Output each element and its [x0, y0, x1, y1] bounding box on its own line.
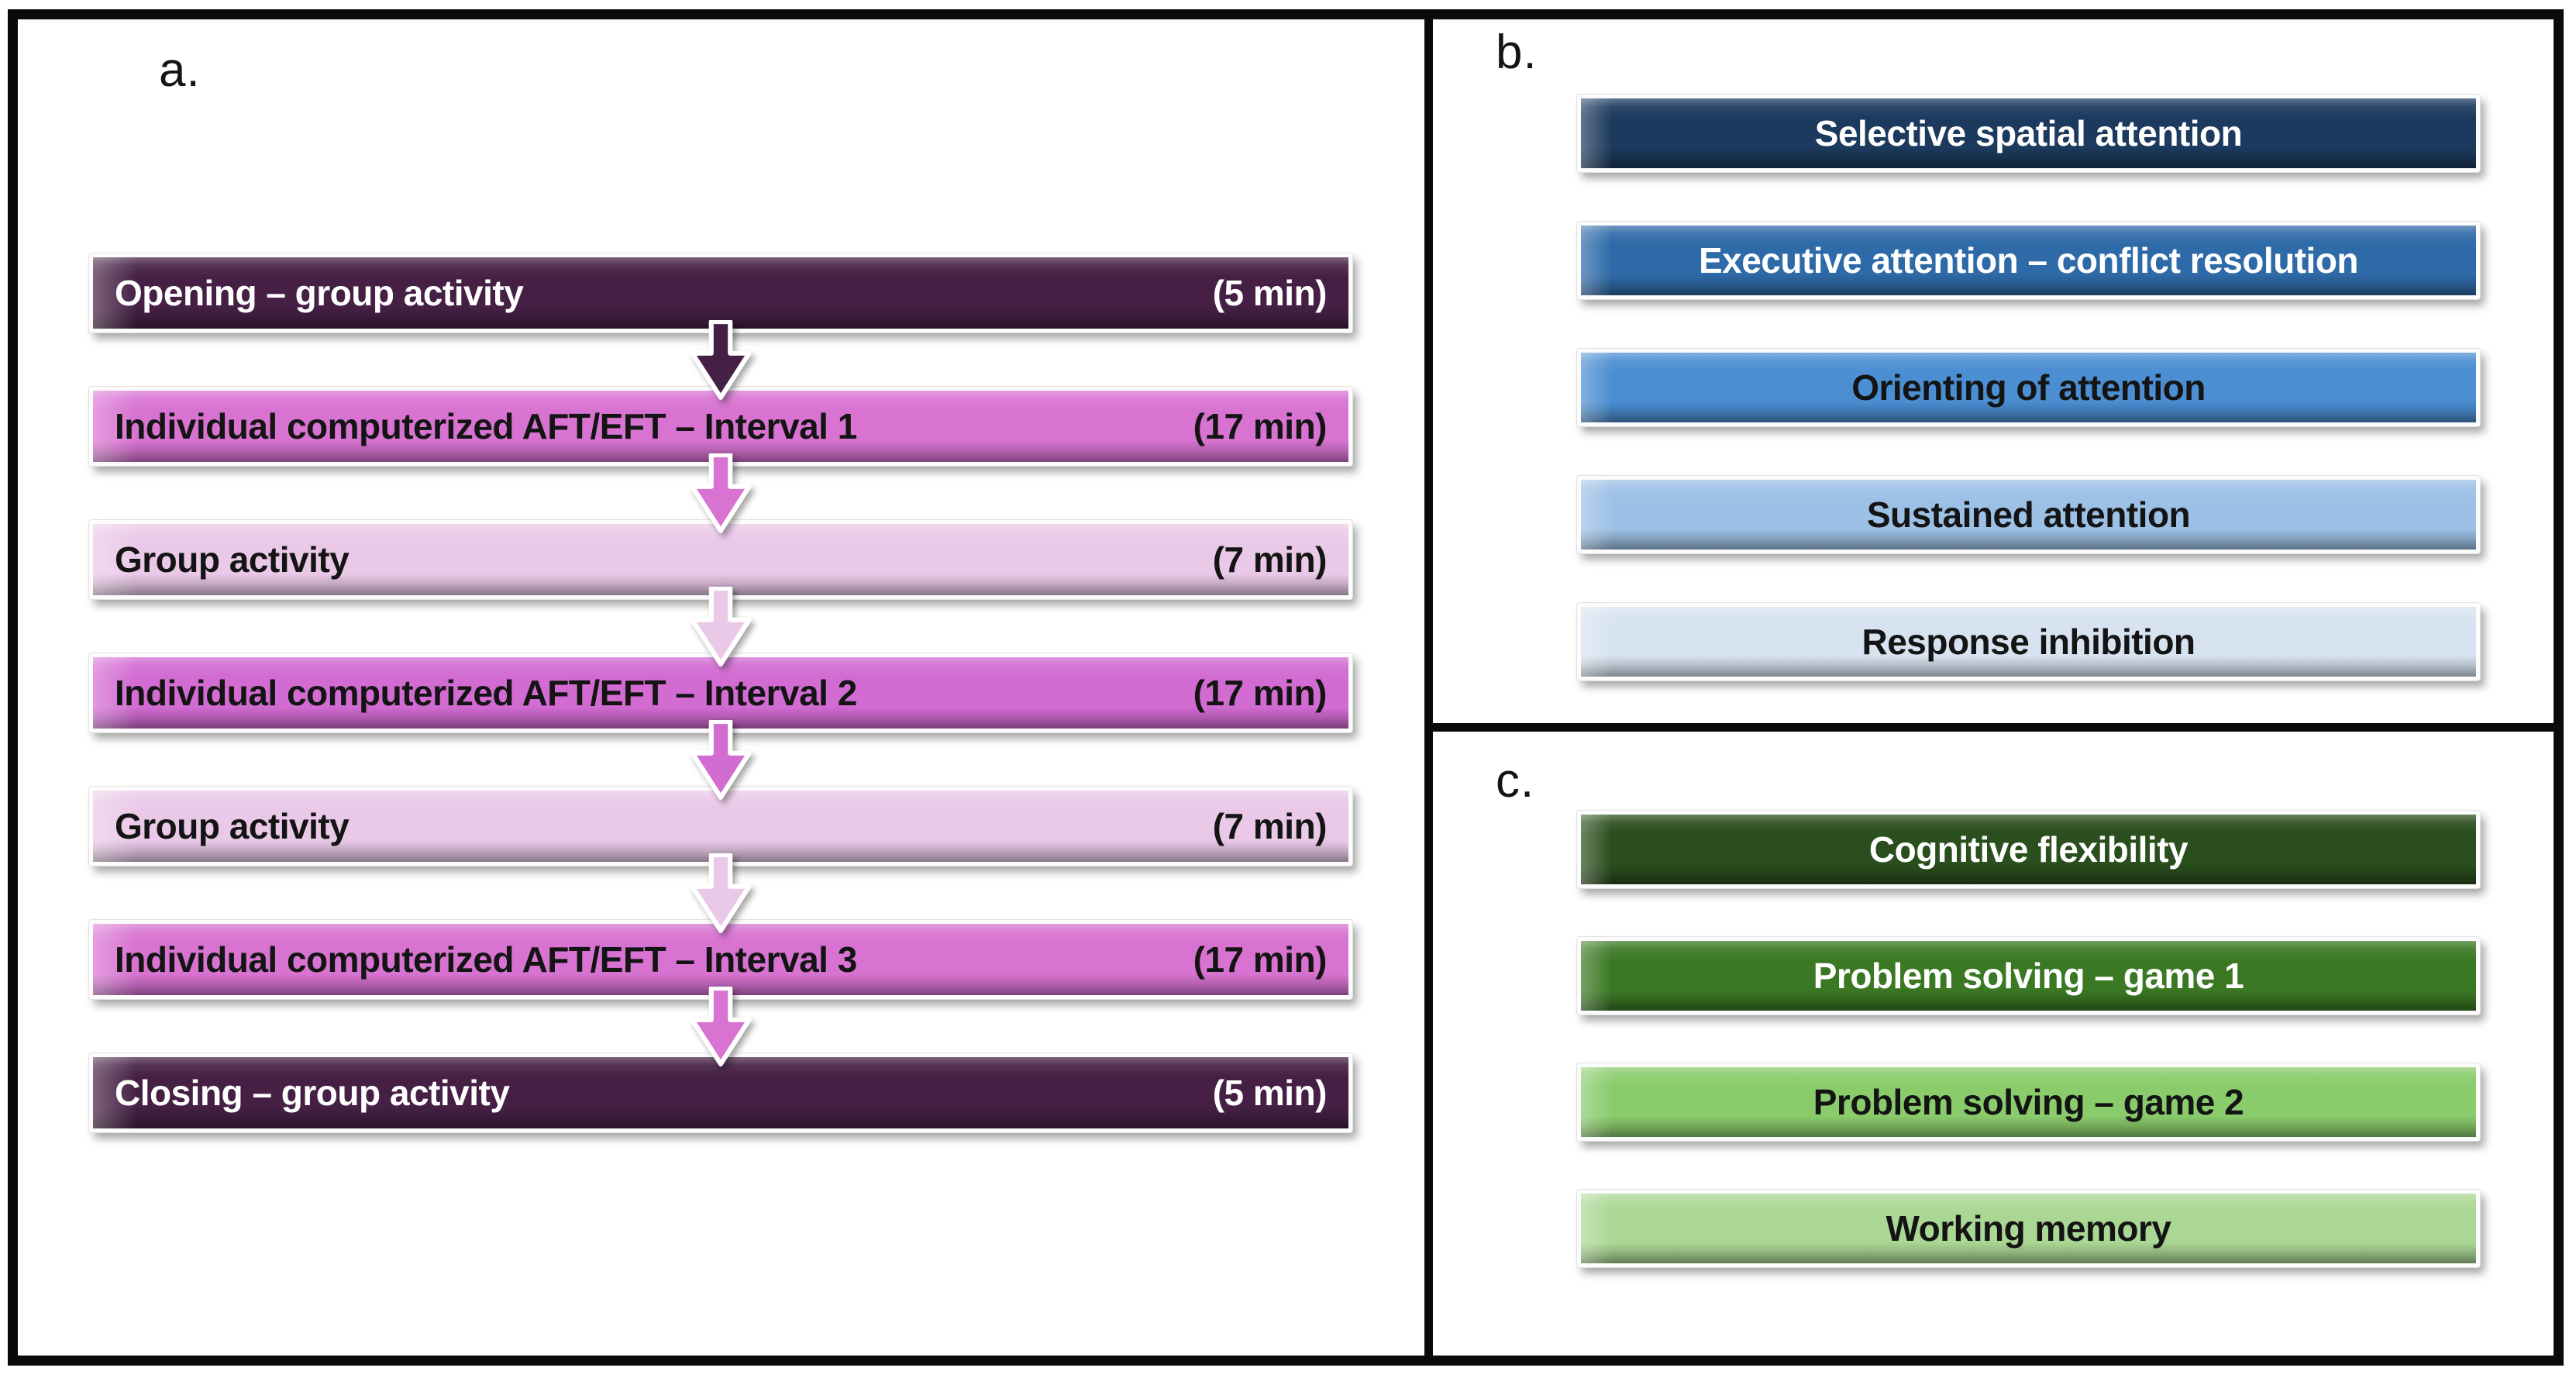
flow-arrow — [89, 853, 1352, 933]
flow-arrow — [89, 720, 1352, 800]
capacity-title: Working memory — [1886, 1208, 2171, 1249]
panel-divider-horizontal — [1424, 723, 2564, 732]
flow-arrow — [89, 320, 1352, 400]
panel-c-label: c. — [1496, 754, 1535, 808]
step-duration: (7 min) — [1212, 806, 1328, 846]
down-arrow-icon — [690, 720, 752, 800]
step-duration: (17 min) — [1193, 939, 1328, 980]
step-title: Closing – group activity — [115, 1073, 510, 1113]
step-duration: (5 min) — [1212, 273, 1328, 313]
down-arrow-icon — [690, 987, 752, 1066]
capacity-title: Executive attention – conflict resolutio… — [1698, 240, 2359, 281]
capacity-bar-executive-attention: Executive attention – conflict resolutio… — [1577, 222, 2480, 299]
capacity-bar-problem-solving-game-2: Problem solving – game 2 — [1577, 1063, 2480, 1141]
step-duration: (17 min) — [1193, 406, 1328, 446]
capacity-title: Selective spatial attention — [1814, 113, 2243, 153]
step-duration: (17 min) — [1193, 673, 1328, 713]
capacity-bar-sustained-attention: Sustained attention — [1577, 476, 2480, 553]
panel-c-stack: Cognitive flexibility Problem solving – … — [1577, 811, 2480, 1267]
panel-b-label: b. — [1496, 26, 1538, 79]
flow-step-interval-3: Individual computerized AFT/EFT – Interv… — [89, 920, 1352, 999]
flow-step-group-activity-2: Group activity (7 min) — [89, 787, 1352, 866]
capacity-title: Problem solving – game 2 — [1813, 1082, 2244, 1122]
step-duration: (5 min) — [1212, 1073, 1328, 1113]
down-arrow-icon — [690, 853, 752, 933]
step-title: Group activity — [115, 806, 350, 846]
panel-b-stack: Selective spatial attention Executive at… — [1577, 95, 2480, 680]
flow-step-group-activity-1: Group activity (7 min) — [89, 520, 1352, 599]
capacity-title: Problem solving – game 1 — [1813, 956, 2244, 996]
down-arrow-icon — [690, 453, 752, 533]
down-arrow-icon — [690, 320, 752, 400]
panel-a-flow: Opening – group activity (5 min) Individ… — [89, 253, 1352, 1132]
step-duration: (7 min) — [1212, 539, 1328, 580]
capacity-bar-working-memory: Working memory — [1577, 1190, 2480, 1267]
step-title: Individual computerized AFT/EFT – Interv… — [115, 406, 857, 446]
capacity-bar-orienting-of-attention: Orienting of attention — [1577, 349, 2480, 426]
capacity-title: Sustained attention — [1866, 494, 2191, 535]
flow-step-closing: Closing – group activity (5 min) — [89, 1053, 1352, 1132]
capacity-bar-cognitive-flexibility: Cognitive flexibility — [1577, 811, 2480, 888]
capacity-title: Cognitive flexibility — [1868, 829, 2189, 870]
down-arrow-icon — [690, 587, 752, 667]
flow-arrow — [89, 587, 1352, 667]
step-title: Individual computerized AFT/EFT – Interv… — [115, 939, 857, 980]
capacity-bar-selective-spatial-attention: Selective spatial attention — [1577, 95, 2480, 172]
capacity-bar-problem-solving-game-1: Problem solving – game 1 — [1577, 937, 2480, 1015]
flow-step-interval-2: Individual computerized AFT/EFT – Interv… — [89, 653, 1352, 732]
flow-arrow — [89, 987, 1352, 1066]
step-title: Opening – group activity — [115, 273, 524, 313]
step-title: Individual computerized AFT/EFT – Interv… — [115, 673, 857, 713]
step-title: Group activity — [115, 539, 350, 580]
flow-arrow — [89, 453, 1352, 533]
capacity-title: Orienting of attention — [1851, 367, 2206, 408]
capacity-bar-response-inhibition: Response inhibition — [1577, 603, 2480, 680]
panel-divider-vertical — [1424, 9, 1433, 1366]
panel-a-label: a. — [159, 43, 201, 97]
capacity-title: Response inhibition — [1861, 622, 2195, 662]
